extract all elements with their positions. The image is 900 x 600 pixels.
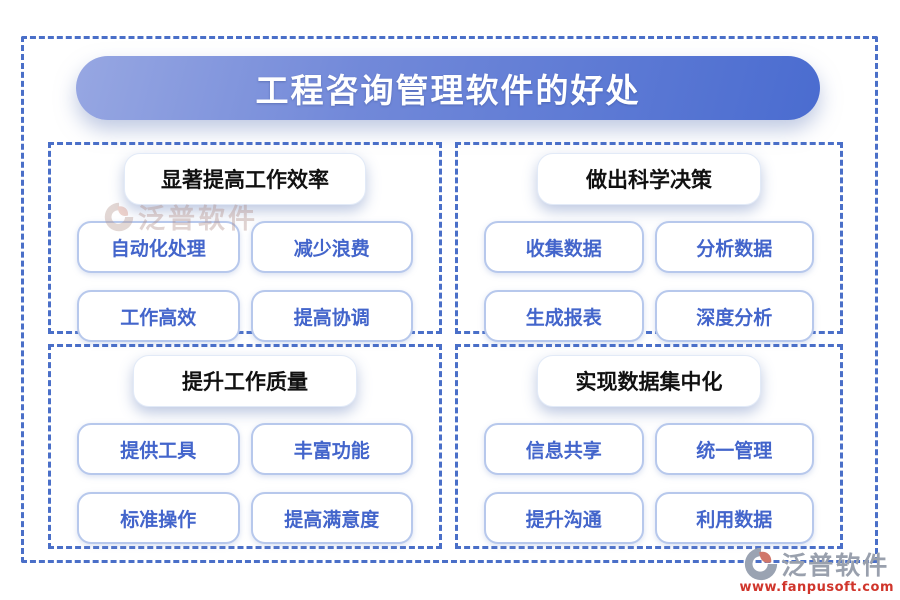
section-data-centralization: 实现数据集中化 信息共享 统一管理 提升沟通 利用数据: [455, 344, 843, 549]
section-title-badge: 提升工作质量: [133, 355, 357, 407]
pill-group: 信息共享 统一管理 提升沟通 利用数据: [458, 423, 840, 544]
section-work-efficiency: 显著提高工作效率 自动化处理 减少浪费 工作高效 提高协调: [48, 142, 442, 342]
benefit-pill: 分析数据: [654, 221, 814, 273]
benefit-pill: 工作高效: [77, 290, 240, 342]
brand-row: 泛普软件: [744, 546, 889, 582]
benefit-pill: 利用数据: [654, 492, 814, 544]
title-banner: 工程咨询管理软件的好处: [76, 56, 820, 120]
section-title-badge: 做出科学决策: [537, 153, 761, 205]
section-work-quality: 提升工作质量 提供工具 丰富功能 标准操作 提高满意度: [48, 344, 442, 549]
benefit-pill: 生成报表: [484, 290, 644, 342]
benefit-pill: 提供工具: [77, 423, 240, 475]
benefit-pill: 提高满意度: [250, 492, 413, 544]
brand-name: 泛普软件: [781, 551, 890, 580]
benefit-pill: 深度分析: [654, 290, 814, 342]
benefit-pill: 标准操作: [77, 492, 240, 544]
benefit-pill: 信息共享: [484, 423, 644, 475]
page-title: 工程咨询管理软件的好处: [255, 71, 641, 110]
fanpu-logo-icon: [744, 547, 778, 581]
benefit-pill: 提高协调: [250, 290, 413, 342]
pill-group: 提供工具 丰富功能 标准操作 提高满意度: [51, 423, 439, 544]
benefit-pill: 自动化处理: [77, 221, 240, 273]
benefit-pill: 减少浪费: [250, 221, 413, 273]
pill-group: 收集数据 分析数据 生成报表 深度分析: [458, 221, 840, 342]
section-title-badge: 显著提高工作效率: [124, 153, 366, 205]
benefit-pill: 丰富功能: [250, 423, 413, 475]
pill-group: 自动化处理 减少浪费 工作高效 提高协调: [51, 221, 439, 342]
brand-block: 泛普软件 www.fanpusoft.com: [739, 546, 894, 595]
benefit-pill: 提升沟通: [484, 492, 644, 544]
benefit-pill: 收集数据: [484, 221, 644, 273]
benefit-pill: 统一管理: [654, 423, 814, 475]
section-scientific-decisions: 做出科学决策 收集数据 分析数据 生成报表 深度分析: [455, 142, 843, 342]
section-title-badge: 实现数据集中化: [537, 355, 761, 407]
brand-url: www.fanpusoft.com: [739, 580, 894, 595]
